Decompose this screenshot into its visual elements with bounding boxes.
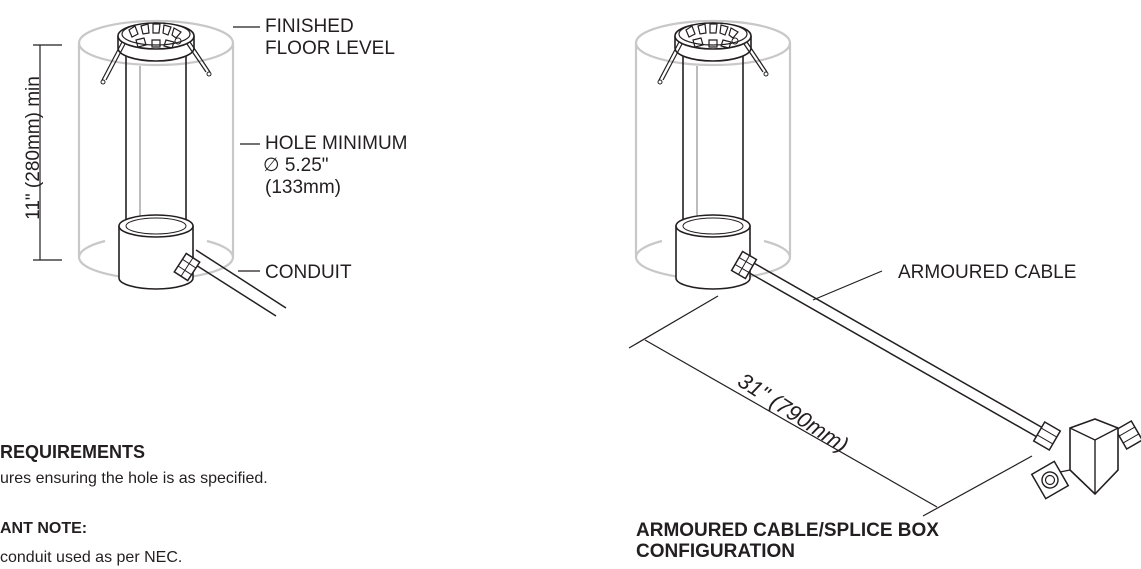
splice-box: [1030, 418, 1141, 500]
caption-line1: ARMOURED CABLE/SPLICE BOX: [636, 520, 939, 541]
armoured-cable-leader: [812, 270, 883, 301]
finished-floor-label-line1: FINISHED: [265, 16, 354, 37]
conduit-fitting: [173, 252, 201, 282]
cable-fitting: [730, 250, 758, 280]
caption-line2: CONFIGURATION: [636, 541, 796, 562]
hole-minimum-metric: (133mm): [265, 177, 342, 198]
note-text: conduit used as per NEC.: [0, 549, 183, 566]
cable-length-dimension-line: [628, 295, 1033, 517]
armoured-cable-label: ARMOURED CABLE: [898, 262, 1077, 283]
note-title: ANT NOTE:: [0, 520, 88, 537]
conduit-pipe: [187, 249, 287, 317]
configuration-caption: ARMOURED CABLE/SPLICE BOX CONFIGURATION: [636, 520, 939, 562]
conduit-label: CONDUIT: [265, 262, 352, 283]
hole-minimum-diameter: ∅ 5.25": [263, 155, 329, 176]
depth-dimension-line: [33, 44, 62, 261]
armoured-cable: [745, 261, 1051, 442]
depth-dimension-label: 11" (280mm) min: [23, 76, 44, 220]
finished-floor-label-line2: FLOOR LEVEL: [265, 38, 395, 59]
requirements-text: ures ensuring the hole is as specified.: [0, 470, 268, 487]
hole-minimum-label-line1: HOLE MINIMUM: [265, 133, 408, 154]
left-hole-outline: [77, 19, 235, 281]
requirements-title: REQUIREMENTS: [0, 442, 146, 462]
